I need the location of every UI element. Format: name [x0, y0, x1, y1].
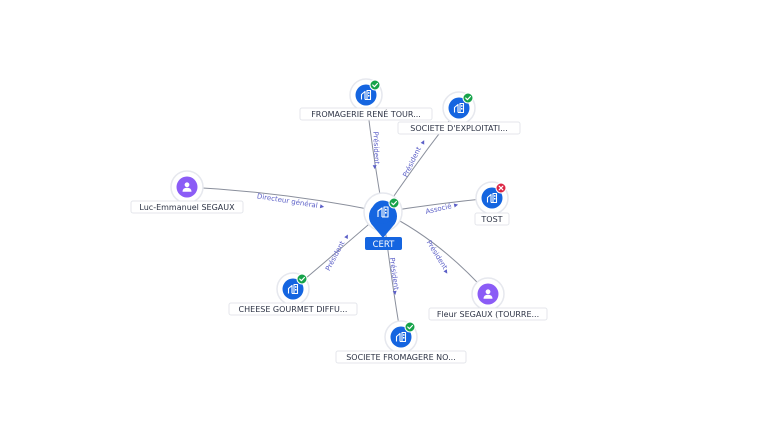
- node-label-bg: [428, 307, 548, 321]
- node-fleur[interactable]: Fleur SEGAUX (TOURRE...: [428, 277, 548, 321]
- edge-label: Président: [388, 257, 401, 291]
- edge-arrow: [392, 290, 397, 295]
- center-node[interactable]: CERT: [363, 192, 403, 250]
- status-ko-badge: [495, 182, 507, 194]
- edge-label: Associé: [425, 202, 453, 216]
- company-icon: [377, 206, 389, 218]
- node-disc: [282, 278, 304, 300]
- node-label-bg: [335, 350, 467, 364]
- node-luc[interactable]: Luc-Emmanuel SEGAUX: [130, 170, 244, 214]
- node-label-bg: [130, 200, 244, 214]
- person-icon: [182, 182, 192, 192]
- edge-label: Président: [401, 145, 423, 178]
- node-disc: [355, 84, 377, 106]
- edge-arrow: [420, 140, 425, 145]
- company-icon: [360, 89, 372, 101]
- node-label: SOCIETE FROMAGERE NO...: [346, 353, 456, 362]
- node-label: FROMAGERIE RENÉ TOUR...: [311, 108, 421, 119]
- status-ok-badge: [388, 197, 400, 209]
- node-label: Fleur SEGAUX (TOURRE...: [437, 310, 539, 319]
- node-disc: [481, 187, 503, 209]
- company-icon: [287, 283, 299, 295]
- node-label-bg: [474, 212, 510, 226]
- node-fromagere[interactable]: SOCIETE FROMAGERE NO...: [335, 320, 467, 364]
- node-exploitation[interactable]: SOCIETE D'EXPLOITATI...: [397, 91, 521, 135]
- company-icon: [453, 102, 465, 114]
- edge-arrow: [453, 203, 459, 208]
- edge-label: Directeur général: [256, 192, 318, 210]
- status-ok-badge: [369, 79, 381, 91]
- status-ok-badge: [462, 92, 474, 104]
- node-label: TOST: [480, 215, 502, 224]
- edge-arrow: [372, 165, 377, 170]
- node-fromagerie[interactable]: FROMAGERIE RENÉ TOUR...: [299, 78, 433, 121]
- edge-arrow: [443, 269, 448, 274]
- nodes-layer: FROMAGERIE RENÉ TOUR... SOCIETE D'EXPLOIT…: [130, 78, 548, 364]
- edge-label: Président: [425, 239, 449, 271]
- status-ok-badge: [404, 321, 416, 333]
- edge-arrow: [344, 234, 348, 239]
- person-icon: [483, 289, 493, 299]
- node-label-bg: [228, 302, 358, 316]
- node-label: Luc-Emmanuel SEGAUX: [139, 203, 235, 212]
- edge-line: [186, 186, 384, 213]
- node-label: CHEESE GOURMET DIFFU...: [239, 305, 348, 314]
- node-label-bg: [299, 107, 433, 121]
- center-label-bg: [365, 237, 402, 250]
- company-icon: [486, 192, 498, 204]
- node-tost[interactable]: TOST: [474, 181, 510, 226]
- edge-label: Président: [371, 131, 380, 164]
- center-node-disc: [371, 200, 395, 224]
- status-ok-badge: [296, 273, 308, 285]
- edge-label: Président: [324, 240, 347, 273]
- node-disc: [390, 326, 412, 348]
- node-disc: [448, 97, 470, 119]
- node-label-bg: [397, 121, 521, 135]
- node-cheese[interactable]: CHEESE GOURMET DIFFU...: [228, 272, 358, 316]
- center-label: CERT: [373, 240, 396, 250]
- edge-arrow: [319, 204, 325, 209]
- company-icon: [395, 331, 407, 343]
- node-label: SOCIETE D'EXPLOITATI...: [410, 124, 507, 133]
